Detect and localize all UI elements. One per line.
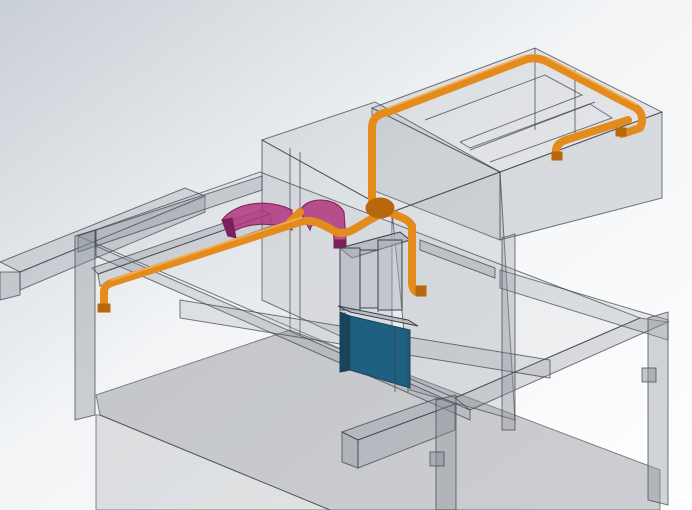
frame-legs — [74, 229, 669, 510]
blue-filter-box — [337, 305, 419, 392]
front-cross-beam — [340, 397, 457, 469]
duct-end-caps — [97, 127, 627, 313]
central-fan-unit — [338, 231, 412, 312]
duct-highlights — [111, 55, 637, 281]
